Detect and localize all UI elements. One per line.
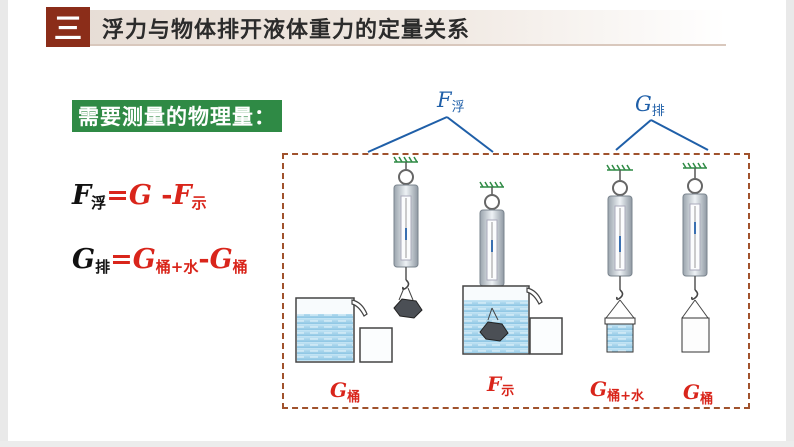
spring-scale-3 <box>604 164 636 353</box>
label-g-bucket-2: G桶 <box>683 380 713 407</box>
equation-displaced-weight: G排=G桶+水-G桶 <box>72 244 248 277</box>
eq2-minus: - <box>198 244 210 275</box>
experiment-dashed-frame <box>282 153 750 409</box>
header-bar <box>46 10 726 44</box>
eq2-lhs: G <box>72 244 96 275</box>
bracket-f-main: F <box>437 88 452 112</box>
eq1-f: F <box>172 180 192 211</box>
label-g-bucket-water: G桶+水 <box>590 377 644 404</box>
overflow-beaker-2 <box>462 285 563 355</box>
eq1-equals: = <box>106 180 129 211</box>
bracket-label-f-buoyancy: F浮 <box>437 88 465 115</box>
eq1-lhs: F <box>72 180 92 211</box>
label-g-bucket-water-main: G <box>590 377 608 401</box>
bracket-f-lines <box>367 116 494 153</box>
eq2-g2-sub: 桶 <box>232 258 248 276</box>
spring-scale-2 <box>479 181 505 311</box>
section-number-badge: 三 <box>46 7 90 47</box>
bracket-g-lines <box>615 119 709 151</box>
bracket-label-g-displaced: G排 <box>635 92 665 119</box>
eq2-g2: G <box>209 244 233 275</box>
spring-scale-4 <box>681 162 710 353</box>
slide-title: 浮力与物体排开液体重力的定量关系 <box>102 18 471 43</box>
label-f-reading-sub: 示 <box>501 384 515 399</box>
label-g-bucket-water-sub: 桶+水 <box>607 389 644 404</box>
eq2-g1-sub: 桶+水 <box>155 258 199 276</box>
eq1-lhs-sub: 浮 <box>91 194 107 212</box>
eq2-g1: G <box>132 244 156 275</box>
header-underline <box>46 44 726 46</box>
eq2-equals: = <box>110 244 133 275</box>
bracket-f-sub: 浮 <box>451 100 465 115</box>
label-f-reading-main: F <box>487 372 502 396</box>
slide-left-edge <box>0 0 8 447</box>
bracket-g-main: G <box>635 92 652 116</box>
label-g-bucket-2-sub: 桶 <box>700 392 714 407</box>
bracket-g-sub: 排 <box>651 104 665 119</box>
eq2-lhs-sub: 排 <box>95 258 111 276</box>
slide-right-edge <box>786 0 794 447</box>
measure-quantities-label: 需要测量的物理量： <box>72 100 282 132</box>
label-f-reading: F示 <box>487 372 514 399</box>
label-g-bucket-2-main: G <box>683 380 701 404</box>
slide-bottom-edge <box>0 441 794 447</box>
eq1-f-sub: 示 <box>191 194 207 212</box>
eq1-g: G <box>128 180 152 211</box>
spring-scale-1 <box>393 156 423 319</box>
label-g-bucket-main: G <box>330 378 348 402</box>
label-g-bucket: G桶 <box>330 378 360 405</box>
equation-buoyancy: F浮=G -F示 <box>72 180 207 213</box>
label-g-bucket-sub: 桶 <box>347 390 361 405</box>
eq1-minus: - <box>151 180 173 211</box>
overflow-beaker-1 <box>295 297 393 363</box>
